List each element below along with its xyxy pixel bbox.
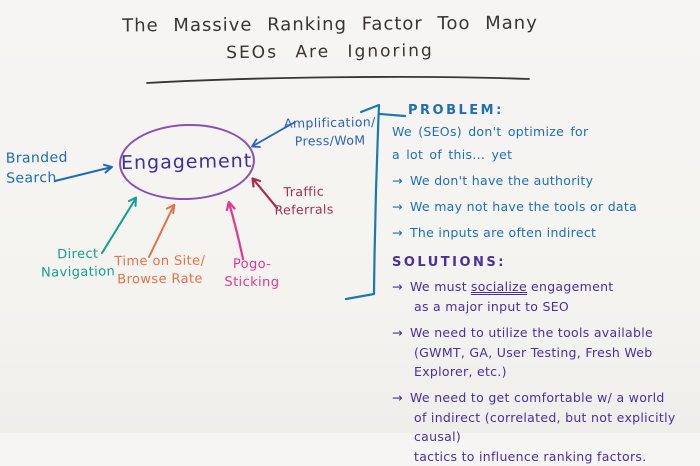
solutions-bullet-2-line-2: (GWMT, GA, User Testing, Fresh Web Explo…: [414, 345, 653, 379]
arrow-bullet-icon: →: [392, 279, 403, 294]
solutions-bullet-1-line-2: as a major input to SEO: [414, 299, 570, 314]
factor-traffic-referrals: Traffic Referrals: [274, 183, 334, 218]
whiteboard: The Massive Ranking Factor Too Many SEOs…: [5, 12, 676, 464]
solutions-bullet-3-line-3: tactics to influence ranking factors.: [414, 449, 647, 464]
problem-intro-line-1: We (SEOs) don't optimize for: [392, 124, 589, 139]
engagement-label: Engagement: [121, 149, 253, 175]
title-line-1: The Massive Ranking Factor Too Many: [122, 12, 538, 37]
problem-bullet-2: → We may not have the tools or data: [392, 198, 694, 216]
solutions-bullet-1-pre: We must: [410, 279, 467, 294]
engagement-ellipse: Engagement: [117, 121, 257, 203]
solutions-bullet-3-line-2: of indirect (correlated, but not explici…: [414, 410, 676, 444]
problem-bullet-2-text: We may not have the tools or data: [410, 199, 638, 214]
problem-heading: PROBLEM:: [408, 103, 504, 118]
time-on-site-arrow: [148, 203, 176, 258]
problem-bullet-3: → The inputs are often indirect: [392, 224, 694, 242]
arrow-bullet-icon: →: [392, 390, 403, 405]
problem-bullet-1: → We don't have the authority: [392, 172, 694, 190]
arrow-bullet-icon: →: [392, 225, 403, 240]
solutions-bullet-1-post: engagement: [530, 279, 614, 294]
factor-branded-search: Branded Search: [5, 149, 68, 187]
arrow-bullet-icon: →: [392, 325, 403, 340]
pogo-sticking-arrow: [225, 200, 245, 261]
problem-bullet-1-text: We don't have the authority: [410, 173, 594, 188]
solutions-bullet-2-text: We need to utilize the tools available: [410, 325, 653, 340]
solutions-bullet-2: → We need to utilize the tools available: [392, 323, 694, 342]
solutions-heading: SOLUTIONS:: [392, 255, 506, 270]
solutions-bullet-3-text: We need to get comfortable w/ a world: [410, 390, 665, 405]
factor-time-on-site: Time on Site/ Browse Rate: [114, 253, 206, 288]
title-line-2: SEOs Are Ignoring: [226, 40, 434, 64]
title-underline: [146, 76, 530, 84]
factor-pogo-sticking: Pogo- Sticking: [224, 256, 280, 291]
factor-amplification: Amplification/ Press/WoM: [283, 114, 376, 149]
problem-section: PROBLEM: We (SEOs) don't optimize for a …: [392, 103, 694, 242]
arrow-bullet-icon: →: [392, 173, 403, 188]
arrow-bullet-icon: →: [392, 199, 403, 214]
notes-panel: PROBLEM: We (SEOs) don't optimize for a …: [392, 103, 694, 466]
problem-bullet-3-text: The inputs are often indirect: [410, 225, 597, 240]
solutions-bullet-3: → We need to get comfortable w/ a world: [392, 388, 694, 407]
page-title: The Massive Ranking Factor Too Many SEOs…: [110, 12, 550, 64]
solutions-bullet-1-emphasis: socialize: [470, 279, 527, 294]
problem-intro-line-2: a lot of this... yet: [392, 147, 513, 162]
